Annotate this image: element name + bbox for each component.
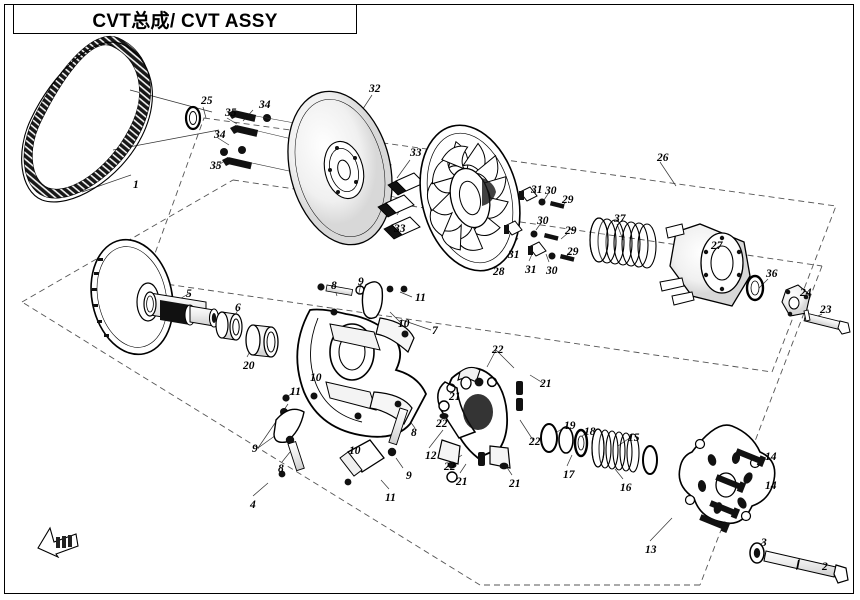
o-ring-36 xyxy=(745,274,765,302)
callout-driven-shaft: 5 xyxy=(186,288,192,300)
weight-and-bolt-group xyxy=(273,281,409,486)
callout-flyweight: 31 xyxy=(525,264,537,276)
callout-spring-seat-washer: 16 xyxy=(620,482,632,494)
callout-bush: 21 xyxy=(456,476,468,488)
fwd-direction-marker xyxy=(36,524,82,559)
callout-washer: 30 xyxy=(545,185,557,197)
spring-and-washer-group xyxy=(540,423,658,475)
callout-screw: 35 xyxy=(210,160,222,172)
callout-ramp-shoe: 33 xyxy=(410,147,422,159)
fixed-sheave-spider-12 xyxy=(437,366,523,483)
page-border xyxy=(4,4,854,594)
callout-fixed-sheave-fan: 28 xyxy=(493,266,505,278)
callout-screw: 35 xyxy=(225,107,237,119)
movable-sheave-disc-32 xyxy=(287,90,393,246)
callout-roller-weight: 10 xyxy=(349,445,361,457)
callout-long-through-bolt: 2 xyxy=(822,561,828,573)
driven-shaft-5 xyxy=(143,291,219,328)
cam-ramp-housing-27 xyxy=(659,223,751,307)
callout-bearing: 6 xyxy=(235,302,241,314)
callout-compression-spring: 15 xyxy=(628,432,640,444)
callout-movable-sheave-housing: 7 xyxy=(432,325,438,337)
callout-ramp-shoe: 33 xyxy=(394,223,406,235)
callout-o-ring: 36 xyxy=(766,268,778,280)
callout-nut: 11 xyxy=(415,292,426,304)
callout-bush: 21 xyxy=(509,478,521,490)
callout-bolt: 14 xyxy=(765,480,777,492)
retainer-plate-24 xyxy=(781,284,811,317)
callout-movable-sheave-disc: 32 xyxy=(369,83,381,95)
callout-washer: 34 xyxy=(214,129,226,141)
bearing-6 xyxy=(215,311,243,341)
callout-washer: 30 xyxy=(537,215,549,227)
callout-clutch-spring: 37 xyxy=(614,213,626,225)
callout-cam-ramp-housing: 27 xyxy=(711,240,723,252)
drive-belt-icon xyxy=(21,35,153,203)
callout-nut: 11 xyxy=(385,492,396,504)
callout-roller: 22 xyxy=(436,418,448,430)
clutch-cover-plate-13 xyxy=(678,424,776,533)
callout-shim: 19 xyxy=(564,420,576,432)
callout-flyweight: 31 xyxy=(531,184,543,196)
clutch-spring-37 xyxy=(589,217,657,269)
callout-pin: 29 xyxy=(565,225,577,237)
fixed-sheave-fan-28 xyxy=(419,124,521,272)
callout-bolt: 14 xyxy=(765,451,777,463)
callout-bush: 21 xyxy=(449,391,461,403)
callout-pin: 29 xyxy=(562,194,574,206)
ramp-shoe-group-33 xyxy=(377,172,425,240)
callout-washer: 9 xyxy=(252,443,258,455)
page-title: CVT总成/ CVT ASSY xyxy=(92,10,278,32)
callout-washer: 3 xyxy=(761,537,767,549)
callout-roller: 22 xyxy=(444,461,456,473)
callout-washer: 30 xyxy=(546,265,558,277)
callout-shim: 18 xyxy=(584,426,596,438)
callout-drive-clutch-assembly-group: 26 xyxy=(657,152,669,164)
title-box: CVT总成/ CVT ASSY xyxy=(13,4,357,34)
callout-bolt: 8 xyxy=(411,427,417,439)
group-box-26 xyxy=(144,117,837,373)
callout-thrust-washer: 17 xyxy=(563,469,575,481)
callout-bearing: 20 xyxy=(243,360,255,372)
callout-washer: 9 xyxy=(406,470,412,482)
callout-roller: 22 xyxy=(492,344,504,356)
callout-nut: 11 xyxy=(290,386,301,398)
callout-flyweight: 31 xyxy=(508,249,520,261)
callout-fixed-sheave-spider: 12 xyxy=(425,450,437,462)
callout-clutch-cover-plate: 13 xyxy=(645,544,657,556)
callout-retainer-plate: 24 xyxy=(800,287,812,299)
callout-drive-belt: 1 xyxy=(133,179,139,191)
callout-washer: 34 xyxy=(259,99,271,111)
callout-roller-weight: 10 xyxy=(310,372,322,384)
callout-roller: 22 xyxy=(529,436,541,448)
callout-bush: 21 xyxy=(540,378,552,390)
callout-bolt: 8 xyxy=(331,280,337,292)
bearing-20 xyxy=(245,324,279,358)
callout-bolt: 8 xyxy=(278,463,284,475)
callout-roller-weight: 10 xyxy=(398,318,410,330)
callout-o-ring: 25 xyxy=(201,95,213,107)
callout-bolt: 23 xyxy=(820,304,832,316)
callout-pin: 29 xyxy=(567,246,579,258)
callout-washer: 9 xyxy=(358,276,364,288)
long-through-bolt-2 xyxy=(749,542,849,584)
bolt-23 xyxy=(803,309,851,335)
callout-driven-clutch-assembly-group: 4 xyxy=(250,499,256,511)
o-ring-25 xyxy=(184,105,202,131)
flyweight-group-29-30-31 xyxy=(504,186,575,262)
